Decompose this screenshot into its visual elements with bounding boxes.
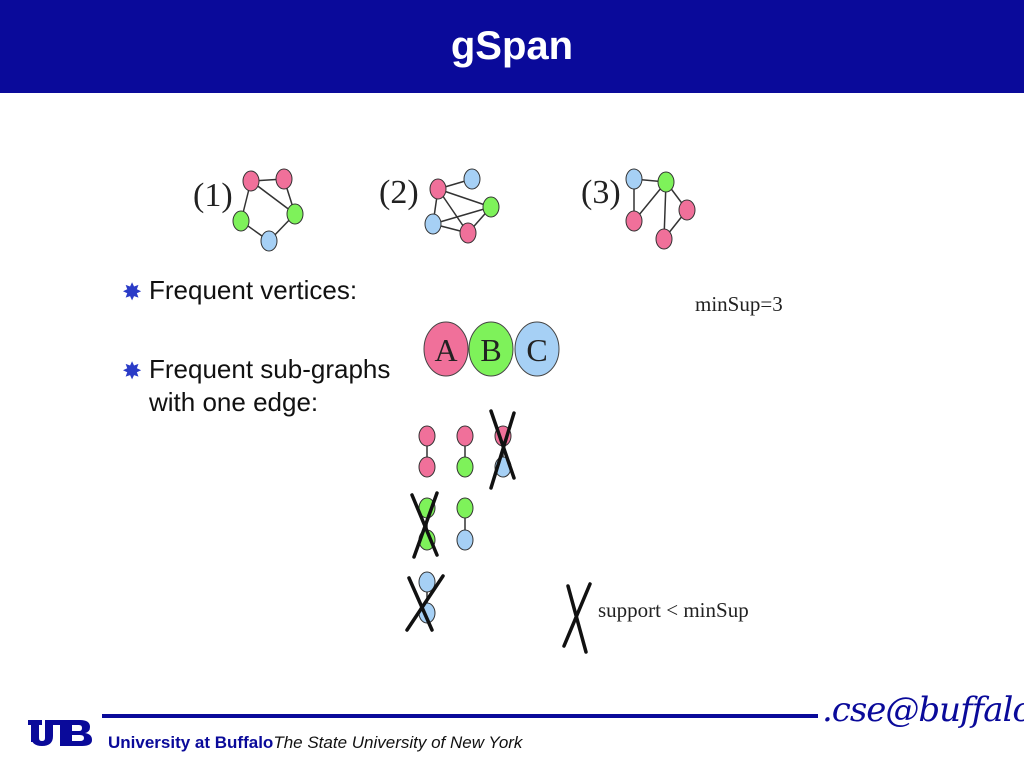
footer-divider	[102, 714, 818, 718]
ub-logo-icon	[28, 720, 92, 746]
graph-2-vertices	[424, 168, 500, 244]
vertex-label-b: B	[480, 332, 501, 368]
vertex-b-large	[468, 321, 514, 377]
graph-3-label: (3)	[581, 174, 621, 211]
graph-1-label: (1)	[193, 177, 233, 214]
vertex-b	[232, 210, 250, 232]
vertex-a	[242, 170, 260, 192]
vertex-a	[275, 168, 293, 190]
vertex-a	[678, 199, 696, 221]
graph-1-vertices	[232, 168, 304, 252]
vertex-a	[655, 228, 673, 250]
vertex-c	[625, 168, 643, 190]
graph-2-label: (2)	[379, 174, 419, 211]
vertex-b	[657, 171, 675, 193]
vertex-a	[625, 210, 643, 232]
graph-3-vertices	[625, 168, 696, 250]
bullet-frequent-subgraphs-line1: Frequent sub-graphs	[149, 354, 391, 384]
vertex-c	[260, 230, 278, 252]
footer-university: University at BuffaloThe State Universit…	[108, 733, 522, 753]
frequent-vertex-set	[423, 321, 560, 377]
vertex-c	[424, 213, 442, 235]
footer-subtitle: The State University of New York	[273, 733, 523, 752]
vertex-a	[429, 178, 447, 200]
vertex-label-c: C	[526, 332, 547, 368]
bullet-frequent-vertices: Frequent vertices:	[149, 275, 358, 305]
vertex-a-large	[423, 321, 469, 377]
slide-title: gSpan	[450, 24, 574, 68]
vertex-label-a: A	[434, 332, 457, 368]
legend-label: support < minSup	[598, 598, 749, 622]
title-bar	[0, 0, 1024, 93]
vertex-b	[286, 203, 304, 225]
vertex-c-large	[514, 321, 560, 377]
minsup-label: minSup=3	[695, 292, 783, 316]
bullet-star-icon: ✸	[122, 278, 143, 306]
bullet-star-icon: ✸	[122, 357, 143, 385]
cross-marks	[405, 409, 592, 654]
vertex-a	[459, 222, 477, 244]
bullet-frequent-subgraphs-line2: with one edge:	[149, 387, 319, 417]
footer-university-name: University at Buffalo	[108, 733, 274, 752]
vertex-c	[463, 168, 481, 190]
vertex-b	[482, 196, 500, 218]
cse-buffalo-logo: .cse@buffalo	[822, 690, 1024, 730]
